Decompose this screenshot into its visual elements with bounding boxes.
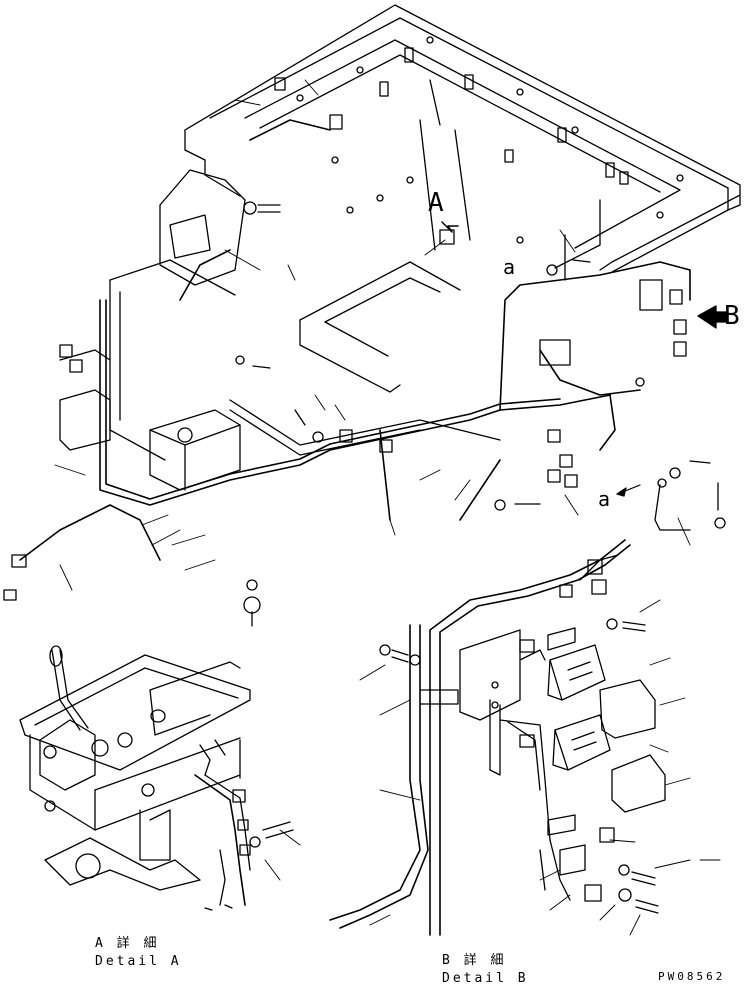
ground-strap (654, 478, 691, 531)
detail-a-caption-jp: A 詳 細 (95, 936, 160, 951)
detail-b-drawing (329, 539, 721, 936)
view-b-arrow (697, 305, 729, 329)
main-connectors (3, 77, 687, 601)
frame-holes (296, 36, 684, 244)
main-fasteners (235, 201, 726, 627)
detail-a-drawing (19, 645, 301, 911)
ref-a-label-upper: a (503, 255, 516, 279)
view-b-label: B (724, 301, 740, 331)
view-a-label: A (428, 188, 444, 218)
detail-b-caption-en: Detail B (442, 971, 529, 986)
drawing-code: PW08562 (658, 970, 726, 983)
main-frame (59, 4, 741, 491)
ref-a-label-lower: a (598, 487, 611, 511)
main-harness (19, 119, 691, 561)
detail-b-caption-jp: B 詳 細 (442, 953, 507, 968)
view-a-arrow (441, 221, 459, 233)
frame-bosses (379, 47, 629, 185)
main-leader-lines (54, 79, 691, 591)
detail-a-caption-en: Detail A (95, 954, 182, 969)
